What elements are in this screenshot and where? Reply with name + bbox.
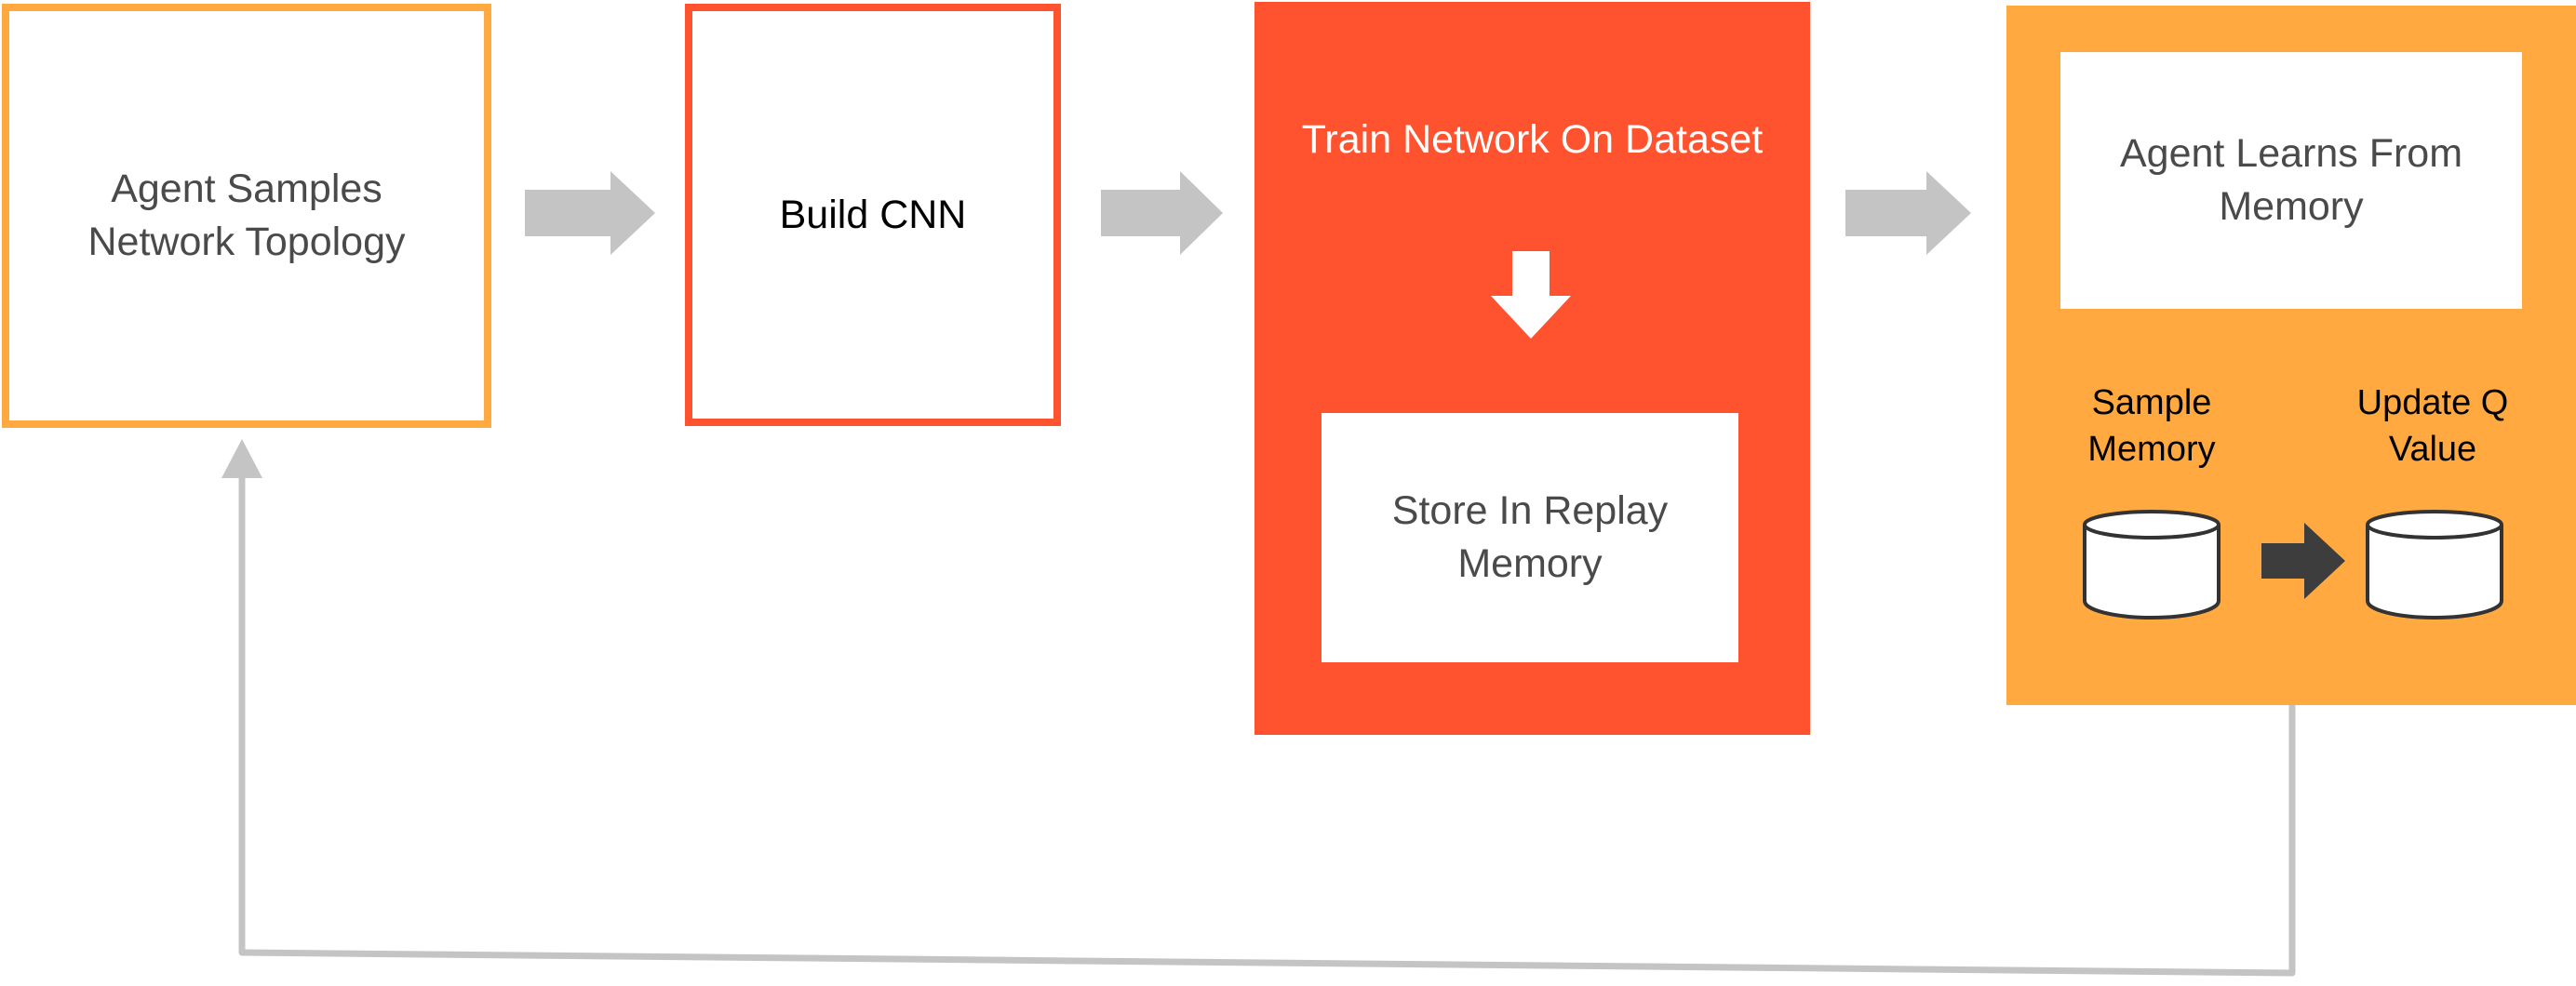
loop-arrow-icon bbox=[221, 439, 2296, 977]
arrow-right-icon bbox=[1845, 171, 1971, 255]
sample-topology-label: Agent Samples Network Topology bbox=[87, 167, 406, 264]
sample-memory-label: Sample Memory bbox=[2087, 383, 2216, 470]
sample-topology-box: Agent Samples Network Topology bbox=[2, 4, 491, 428]
arrow-right-icon bbox=[2261, 523, 2345, 599]
learn-memory-label: Agent Learns From Memory bbox=[2119, 131, 2463, 229]
arrow-right-icon bbox=[525, 171, 655, 255]
train-network-label: Train Network On Dataset bbox=[1301, 117, 1764, 162]
database-icon bbox=[2366, 510, 2503, 620]
build-cnn-box: Build CNN bbox=[685, 4, 1061, 426]
learn-memory-box: Agent Learns From Memory bbox=[2060, 52, 2522, 309]
update-q-label: Update Q Value bbox=[2356, 383, 2509, 470]
arrow-right-icon bbox=[1101, 171, 1223, 255]
build-cnn-label: Build CNN bbox=[779, 192, 967, 237]
store-replay-label: Store In Replay Memory bbox=[1391, 488, 1669, 586]
store-replay-box: Store In Replay Memory bbox=[1322, 413, 1738, 662]
database-icon bbox=[2083, 510, 2220, 620]
arrow-down-icon bbox=[1491, 251, 1571, 339]
